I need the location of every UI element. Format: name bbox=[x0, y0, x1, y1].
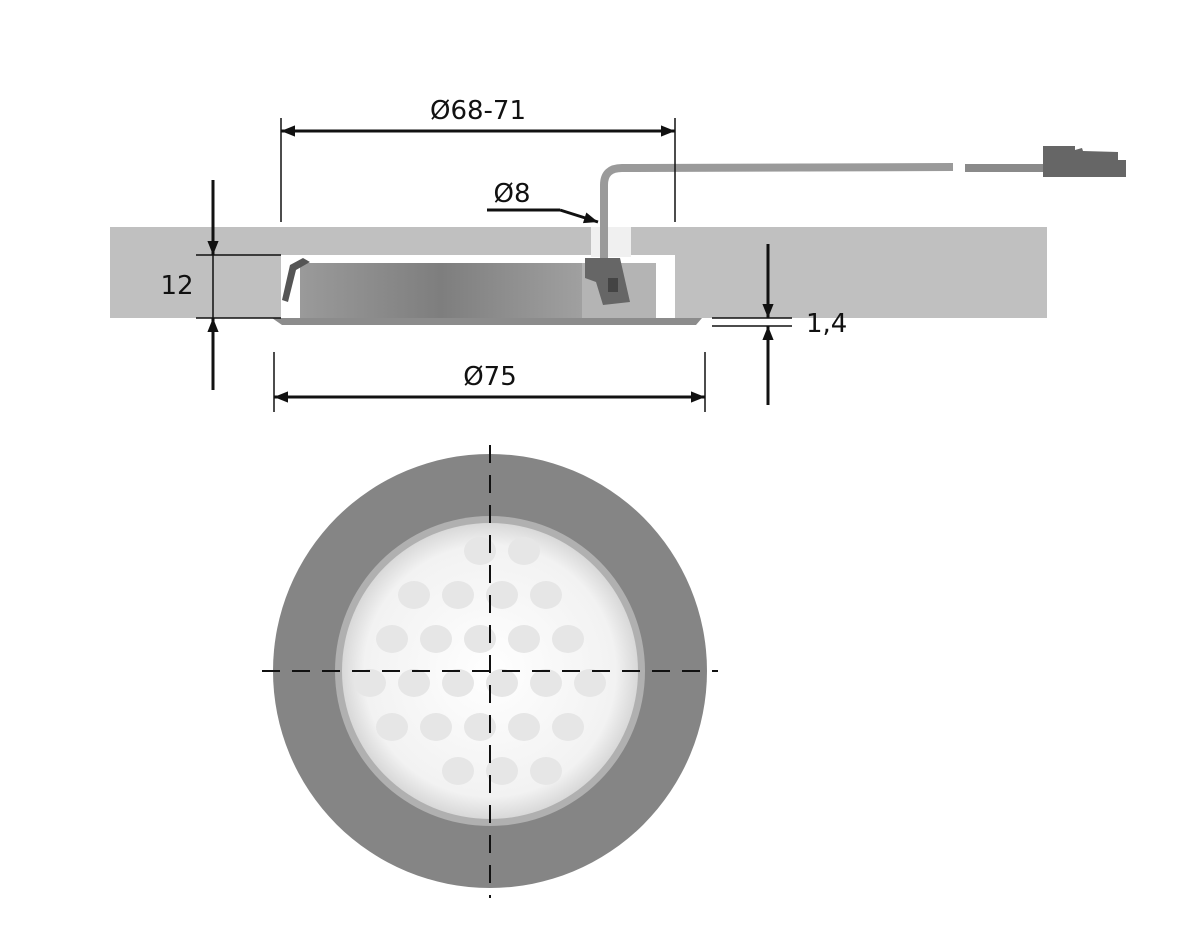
led-array bbox=[354, 537, 606, 785]
led-dimple bbox=[508, 713, 540, 741]
front-view bbox=[262, 445, 718, 898]
led-dimple bbox=[530, 757, 562, 785]
dim-flange-thickness-label: 1,4 bbox=[806, 309, 847, 339]
led-dimple bbox=[486, 669, 518, 697]
center-lines bbox=[262, 445, 718, 898]
connector-plug bbox=[1043, 146, 1126, 177]
dim-cable-label: Ø8 bbox=[493, 179, 530, 209]
led-dimple bbox=[508, 537, 540, 565]
led-dimple bbox=[486, 757, 518, 785]
cable bbox=[600, 163, 954, 258]
clip-window bbox=[608, 278, 618, 292]
led-dimple bbox=[442, 581, 474, 609]
led-dimple bbox=[442, 757, 474, 785]
led-dimple bbox=[420, 625, 452, 653]
dim-cutout-label: Ø68-71 bbox=[430, 96, 526, 126]
led-dimple bbox=[530, 581, 562, 609]
led-dimple bbox=[552, 625, 584, 653]
led-dimple bbox=[376, 713, 408, 741]
cable-gap bbox=[591, 227, 631, 257]
led-dimple bbox=[574, 669, 606, 697]
dimensions bbox=[196, 118, 792, 412]
led-dimple bbox=[464, 625, 496, 653]
dim-height-label: 12 bbox=[160, 271, 193, 301]
led-dimple bbox=[398, 669, 430, 697]
led-dimple bbox=[508, 625, 540, 653]
led-housing bbox=[300, 263, 582, 318]
flange bbox=[272, 318, 702, 325]
led-dimple bbox=[376, 625, 408, 653]
led-dimple bbox=[552, 713, 584, 741]
led-dimple bbox=[398, 581, 430, 609]
side-view bbox=[110, 146, 1126, 325]
cable-clip bbox=[585, 258, 630, 305]
spring-clip-left bbox=[282, 258, 310, 302]
led-dimple bbox=[530, 669, 562, 697]
led-dimple bbox=[464, 537, 496, 565]
led-dimple bbox=[442, 669, 474, 697]
dim-flange-diameter-label: Ø75 bbox=[463, 362, 517, 392]
led-dimple bbox=[486, 581, 518, 609]
led-dimple bbox=[420, 713, 452, 741]
led-dimple bbox=[464, 713, 496, 741]
led-dimple bbox=[354, 669, 386, 697]
